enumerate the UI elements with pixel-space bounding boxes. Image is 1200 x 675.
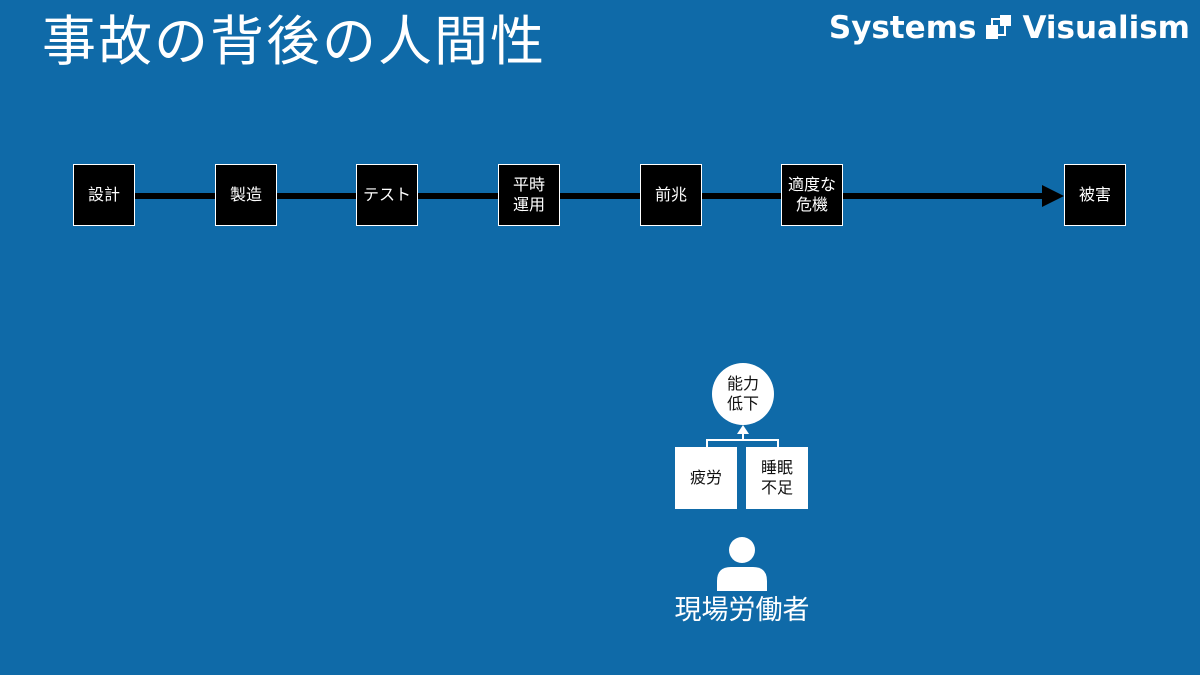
actor-label: 現場労働者 [674,595,810,626]
brand-name-left: Systems [828,10,977,46]
brand-name-right: Visualism [1022,10,1190,46]
brand-logo-group: Systems Visualism [829,6,1190,50]
systems-visualism-logo-icon [986,15,1012,39]
person-icon [717,537,767,591]
stage-box-damage: 被害 [1064,164,1126,226]
stage-box-manufacturing: 製造 [215,164,277,226]
connector-arrowhead [737,425,749,434]
stage-box-precursor: 前兆 [640,164,702,226]
cause-box-fatigue: 疲労 [675,447,737,509]
outcome-node: 能力 低下 [712,363,774,425]
cause-box-sleep-deprivation: 睡眠 不足 [746,447,808,509]
stage-box-moderate-crisis: 適度な 危機 [781,164,843,226]
stage-box-test: テスト [356,164,418,226]
page-title: 事故の背後の人間性 [42,10,546,73]
stage-box-design: 設計 [73,164,135,226]
stage-box-normal-operation: 平時 運用 [498,164,560,226]
